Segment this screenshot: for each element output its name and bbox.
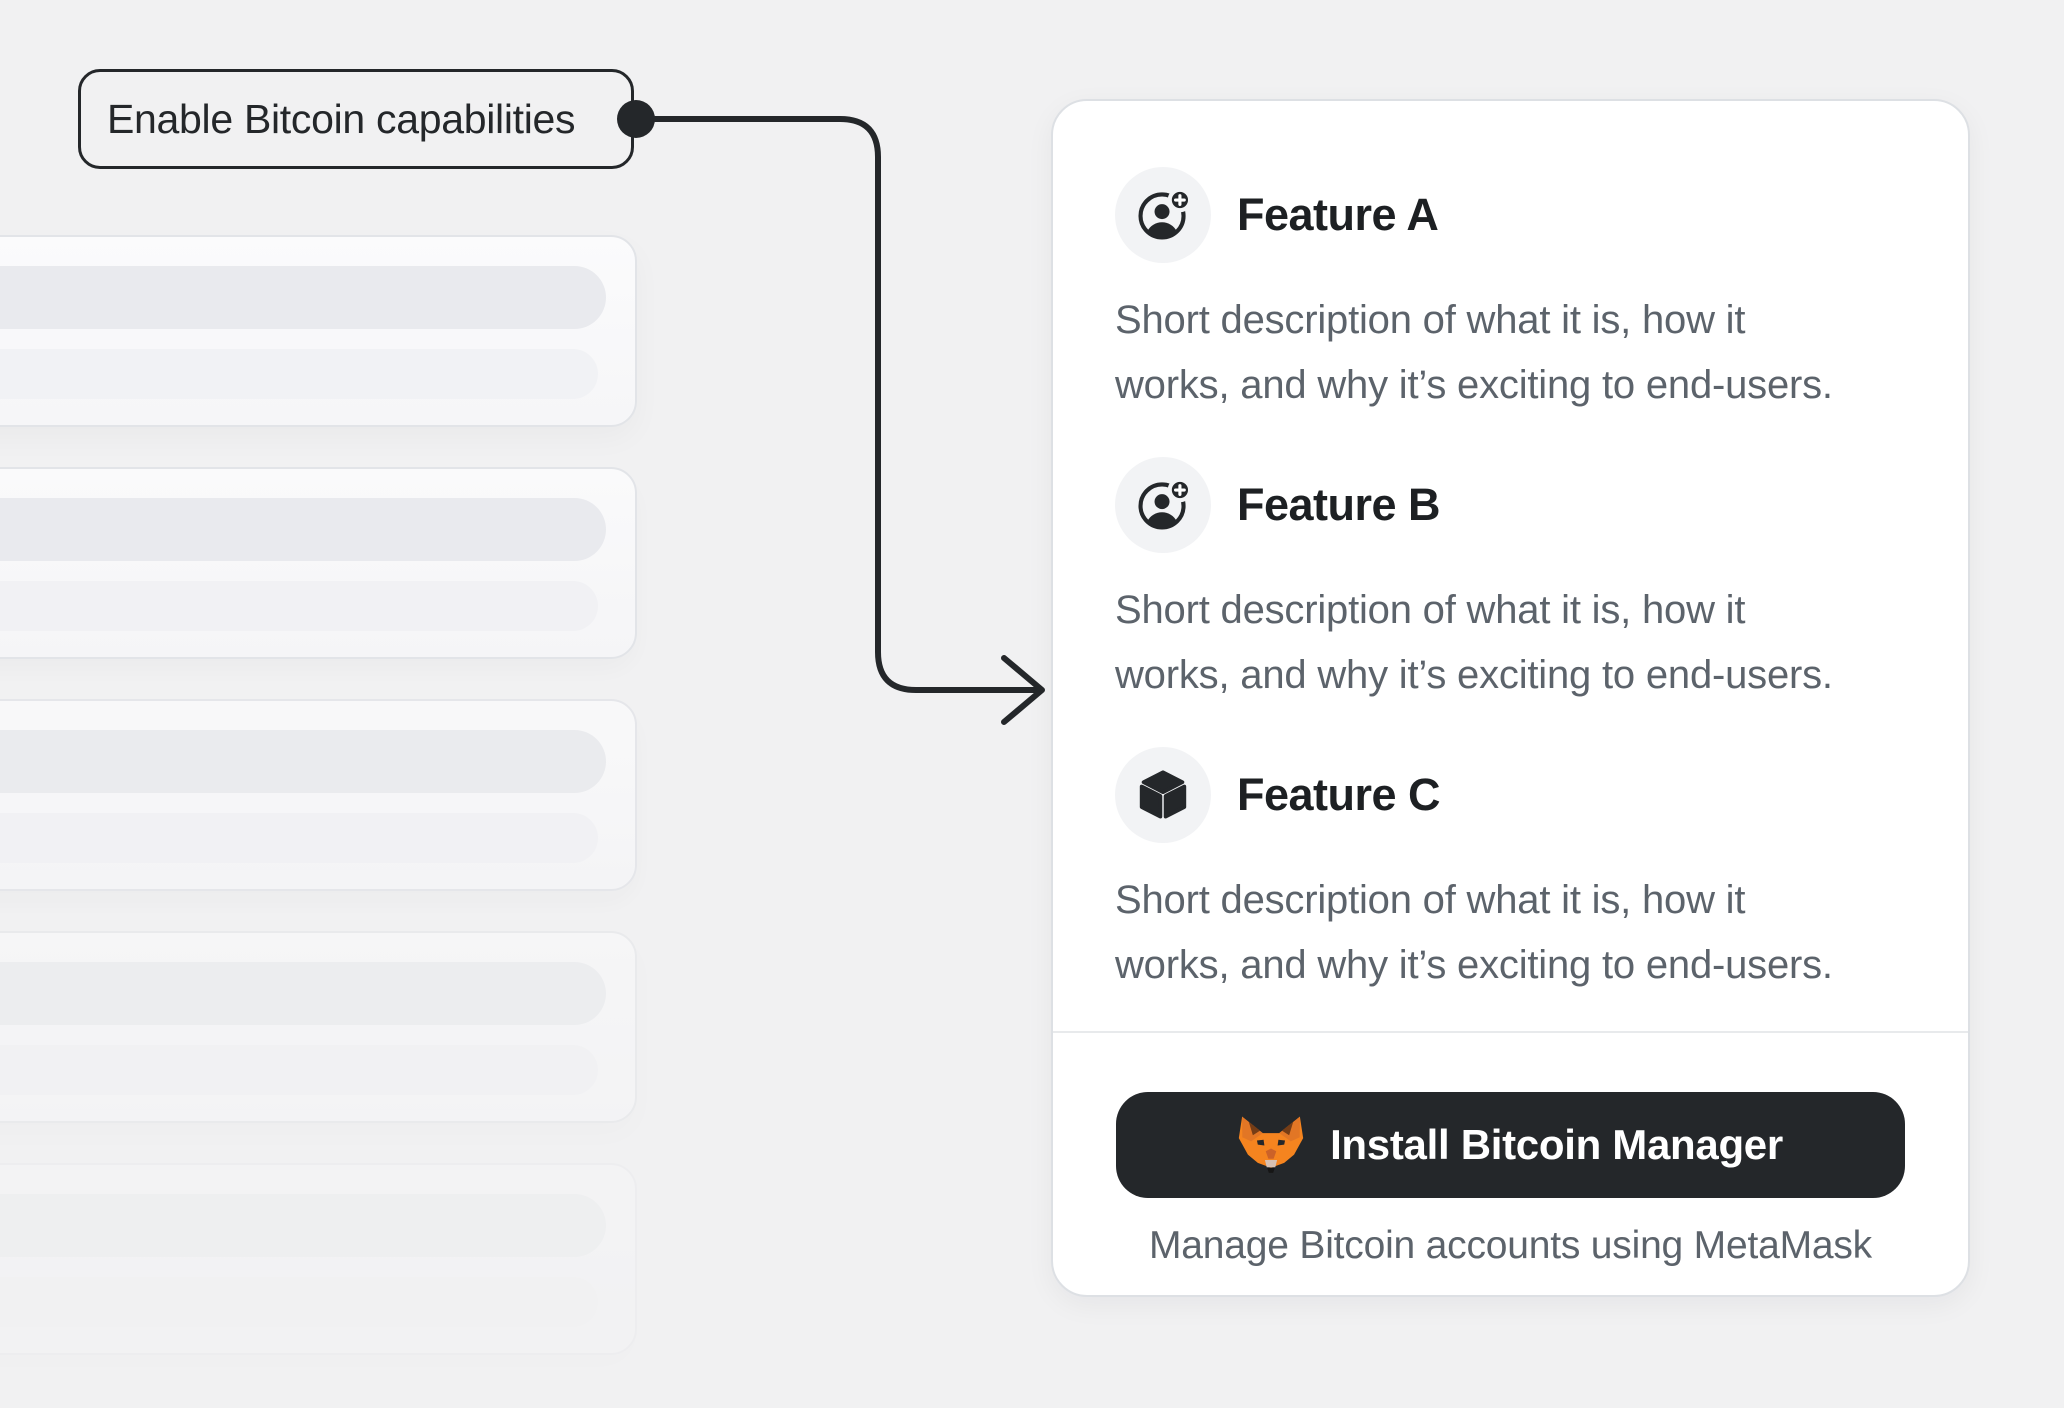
skeleton-bar bbox=[0, 730, 606, 793]
feature-row: Feature C Short description of what it i… bbox=[1115, 747, 1918, 998]
skeleton-bar bbox=[0, 266, 606, 329]
skeleton-card bbox=[0, 931, 637, 1123]
feature-description: Short description of what it is, how it … bbox=[1115, 588, 1833, 697]
skeleton-bar bbox=[0, 498, 606, 561]
feature-list: Feature A Short description of what it i… bbox=[1053, 101, 1968, 1031]
skeleton-bar bbox=[0, 962, 606, 1025]
skeleton-bar bbox=[0, 1277, 598, 1327]
skeleton-bar bbox=[0, 349, 598, 399]
skeleton-bar bbox=[0, 1194, 606, 1257]
feature-description: Short description of what it is, how it … bbox=[1115, 298, 1833, 407]
panel-footer: Install Bitcoin Manager Manage Bitcoin a… bbox=[1053, 1031, 1968, 1268]
callout-label: Enable Bitcoin capabilities bbox=[78, 69, 634, 169]
arrowhead-icon bbox=[1001, 655, 1045, 725]
skeleton-bar bbox=[0, 1045, 598, 1095]
install-bitcoin-manager-button[interactable]: Install Bitcoin Manager bbox=[1116, 1092, 1905, 1198]
metamask-fox-icon bbox=[1238, 1114, 1304, 1177]
callout-label-text: Enable Bitcoin capabilities bbox=[107, 95, 576, 142]
feature-card: Feature A Short description of what it i… bbox=[1051, 99, 1970, 1297]
install-button-label: Install Bitcoin Manager bbox=[1330, 1121, 1783, 1168]
feature-row: Feature A Short description of what it i… bbox=[1115, 167, 1918, 418]
feature-title: Feature B bbox=[1237, 479, 1441, 530]
feature-title: Feature A bbox=[1237, 189, 1439, 240]
user-add-icon bbox=[1115, 167, 1211, 263]
panel-caption: Manage Bitcoin accounts using MetaMask bbox=[1149, 1224, 1872, 1267]
skeleton-bar bbox=[0, 813, 598, 863]
feature-row: Feature B Short description of what it i… bbox=[1115, 457, 1918, 708]
skeleton-card bbox=[0, 235, 637, 427]
feature-title: Feature C bbox=[1237, 769, 1441, 820]
skeleton-card bbox=[0, 699, 637, 891]
feature-description: Short description of what it is, how it … bbox=[1115, 878, 1833, 987]
skeleton-card bbox=[0, 1163, 637, 1355]
skeleton-bar bbox=[0, 581, 598, 631]
skeleton-card bbox=[0, 467, 637, 659]
user-add-icon bbox=[1115, 457, 1211, 553]
cube-icon bbox=[1115, 747, 1211, 843]
